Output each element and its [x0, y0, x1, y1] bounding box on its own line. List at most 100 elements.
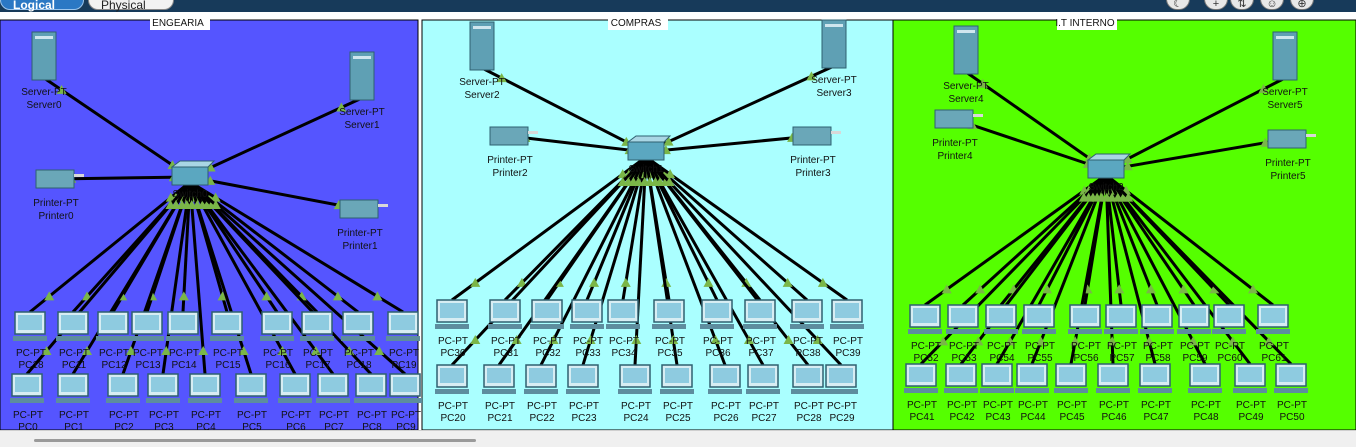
moon-icon[interactable]: ☾ [1166, 0, 1190, 10]
link-cable [25, 181, 192, 375]
pc-pc43-name: PC43 [985, 412, 1010, 423]
link-status-indicator [1263, 336, 1274, 346]
horizontal-scrollbar[interactable] [0, 430, 1356, 447]
arrows-icon[interactable]: ⇅ [1230, 0, 1254, 10]
pc-pc2-name: PC2 [114, 422, 134, 430]
pc-pc15-type: PC-PT [213, 348, 243, 359]
link-status-indicator [210, 200, 221, 210]
switch-node[interactable]: Switch1 [626, 135, 672, 175]
pc-pc59-name: PC59 [1182, 353, 1207, 364]
switch-node[interactable]: Switch0 [170, 160, 216, 200]
globe-icon[interactable]: ⊕ [1290, 0, 1314, 10]
printer-printer2-name: Printer2 [492, 168, 527, 179]
switch-node[interactable]: Switch2 [1086, 153, 1132, 193]
printer-printer3-type: Printer-PT [790, 155, 836, 166]
tab-physical[interactable]: Physical [88, 0, 174, 12]
pc-pc42-type: PC-PT [947, 400, 977, 411]
pc-pc45-type: PC-PT [1057, 400, 1087, 411]
pc-pc0-name: PC0 [18, 422, 38, 430]
links [25, 64, 1293, 376]
area-rectangle[interactable] [0, 19, 419, 430]
tab-logical[interactable]: Logical [0, 0, 84, 12]
area-eng: ENGEARIA [0, 16, 419, 430]
plus-icon[interactable]: + [1204, 0, 1228, 10]
user-icon[interactable]: ☺ [1260, 0, 1284, 10]
scrollbar-thumb[interactable] [34, 439, 476, 442]
